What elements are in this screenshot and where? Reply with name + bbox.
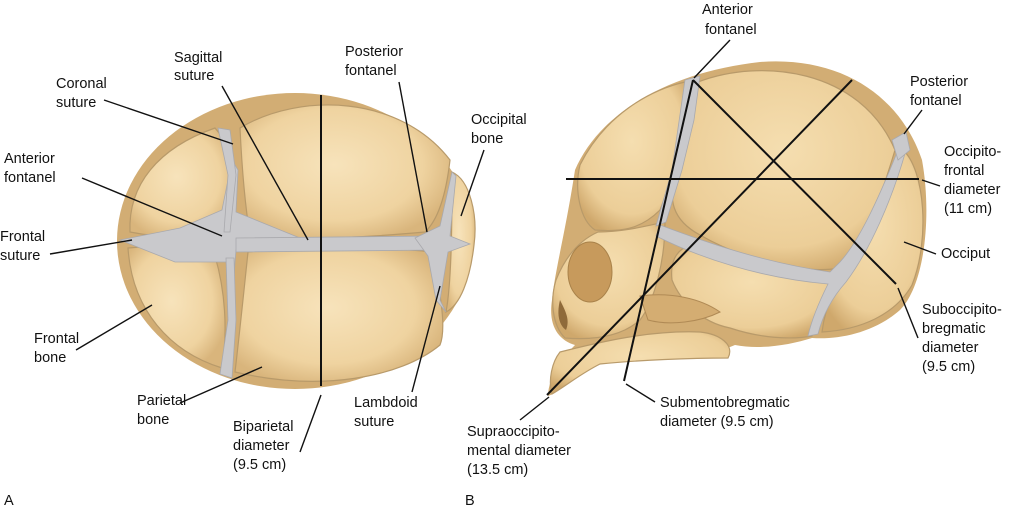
panel-letter-b: B <box>465 493 475 509</box>
leader-posterior-fontanel-b <box>903 109 923 135</box>
leader-supraoccipitomental-diameter <box>519 396 550 421</box>
panel-a-skull <box>117 93 476 389</box>
sagittal-suture-shape <box>235 235 441 253</box>
parietal-bone-upper <box>239 104 451 239</box>
leader-frontal-bone <box>75 304 153 351</box>
leader-occipital-bone <box>460 149 485 217</box>
leader-biparietal-diameter <box>299 394 322 453</box>
posterior-fontanel-lateral <box>891 131 911 161</box>
panel-b-skull <box>548 61 927 396</box>
leader-frontal-suture <box>49 239 133 255</box>
submentobregmatic-diameter-line <box>623 79 694 382</box>
leader-coronal-suture <box>103 99 234 145</box>
leader-posterior-fontanel <box>398 81 428 233</box>
panel-letter-a: A <box>4 493 14 509</box>
supraoccipitomental-diameter-line <box>546 79 853 396</box>
label-occiput: Occiput <box>941 246 990 262</box>
leader-anterior-fontanel-b <box>693 39 731 79</box>
leader-occipitofrontal-diameter <box>921 179 941 187</box>
leader-parietal-bone <box>179 366 263 404</box>
parietal-bone-lower <box>234 246 444 382</box>
mandible <box>549 331 731 395</box>
leader-lambdoid-suture <box>411 285 441 393</box>
posterior-fontanel-shape <box>414 171 472 313</box>
coronal-suture-upper <box>217 127 237 233</box>
leader-anterior-fontanel <box>81 177 223 237</box>
nasal-cavity <box>558 300 568 330</box>
leader-sagittal-suture <box>221 85 309 241</box>
leader-suboccipitobregmatic-diameter <box>897 287 919 339</box>
orbit <box>567 241 613 303</box>
coronal-suture-lower <box>219 257 237 379</box>
zygomatic-area <box>639 294 721 324</box>
leader-submentobregmatic-diameter <box>625 383 656 403</box>
suboccipitobregmatic-diameter-line <box>692 79 897 285</box>
label-supraoccipitomental-diameter: Supraoccipito-mental diameter(13.5 cm) <box>467 424 571 478</box>
leader-occiput <box>903 241 937 255</box>
